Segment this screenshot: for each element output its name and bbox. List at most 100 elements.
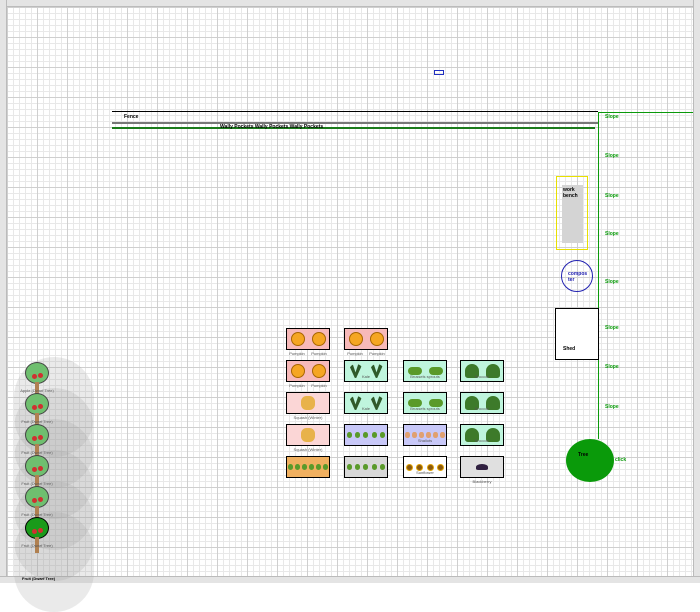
work-bench[interactable] — [562, 185, 583, 243]
herbs-icon — [346, 464, 352, 470]
tree-label: Fruit (Dwarf Tree) — [21, 481, 53, 486]
ruler-left — [0, 0, 7, 583]
work-bench-label: work bench — [563, 187, 578, 199]
bed-label: Squash (Winter) — [293, 447, 323, 452]
bed-label: Pumpkin — [369, 351, 385, 356]
bed-pumpkin[interactable] — [344, 328, 388, 350]
bed-label: Broccoli — [474, 406, 490, 411]
garlic-icon — [380, 432, 386, 438]
bed-label: Brussels sprouts — [410, 374, 440, 379]
tree[interactable]: Tree — [566, 439, 614, 482]
fruit-icon — [32, 405, 37, 410]
bed-pumpkin[interactable] — [286, 360, 330, 382]
tree-crown-icon — [25, 393, 49, 415]
bed-squash[interactable] — [286, 392, 330, 414]
pumpkin-icon — [290, 364, 305, 378]
wally-pockets-line[interactable] — [112, 127, 595, 129]
tree-click-note[interactable]: click — [615, 457, 627, 463]
tree-trunk-icon — [35, 413, 39, 429]
bed-blackberry[interactable] — [460, 456, 504, 478]
bed-squash[interactable] — [286, 424, 330, 446]
slope-label: Slope — [605, 404, 619, 410]
fruit-tree[interactable] — [22, 486, 52, 526]
bed-carrots[interactable] — [286, 456, 330, 478]
shallots-icon — [412, 432, 417, 438]
tree-label: Apple (Dwarf Tree) — [20, 388, 54, 393]
work-bench-selection[interactable]: work bench — [556, 176, 588, 250]
blackberry-icon — [476, 464, 488, 470]
fruit-tree[interactable] — [22, 362, 52, 402]
herbs-icon — [363, 464, 369, 470]
carrots-icon — [316, 464, 321, 470]
ruler-top — [0, 0, 700, 7]
bed-label: Pumpkin — [289, 351, 305, 356]
shallots-icon — [419, 432, 424, 438]
slope-top-line[interactable] — [598, 112, 693, 113]
bed-label: Sunflower — [416, 470, 434, 475]
brussels-icon — [407, 367, 422, 375]
broccoli-icon — [464, 396, 479, 410]
bed-herbs[interactable] — [344, 456, 388, 478]
bed-broccoli[interactable] — [460, 360, 504, 382]
slope-label: Slope — [605, 364, 619, 370]
tree-label: Tree — [578, 452, 589, 458]
shallots-icon — [440, 432, 445, 438]
tree-label: Fruit (Dwarf Tree) — [21, 450, 53, 455]
garden-canvas[interactable] — [7, 7, 693, 576]
fruit-icon — [38, 528, 43, 533]
fruit-icon — [32, 498, 37, 503]
bed-brussels[interactable] — [403, 360, 447, 382]
tree-trunk-icon — [35, 444, 39, 460]
bed-label: Pumpkin — [311, 351, 327, 356]
pumpkin-icon — [348, 332, 363, 346]
pumpkin-icon — [311, 332, 326, 346]
fruit-tree[interactable] — [22, 517, 52, 557]
bed-sunflower[interactable] — [403, 456, 447, 478]
broccoli-icon — [464, 428, 479, 442]
bed-garlic[interactable] — [344, 424, 388, 446]
bed-label: Kale — [361, 406, 370, 411]
shed[interactable]: Shed — [555, 308, 599, 360]
slope-label: Slope — [605, 231, 619, 237]
bed-shallots[interactable] — [403, 424, 447, 446]
slope-vertical-line[interactable] — [598, 112, 599, 439]
brussels-icon — [428, 367, 443, 375]
composter[interactable]: compos ter — [561, 260, 593, 292]
fruit-icon — [32, 436, 37, 441]
fence-line[interactable] — [112, 111, 598, 112]
bed-label: Shallots — [417, 438, 433, 443]
bed-label: Broccoli — [474, 374, 490, 379]
bed-brussels[interactable] — [403, 392, 447, 414]
wally-pockets-bar[interactable] — [112, 122, 598, 124]
fruit-icon — [32, 374, 37, 379]
herbs-icon — [371, 464, 377, 470]
bed-broccoli[interactable] — [460, 392, 504, 414]
tree-crown-icon — [25, 517, 49, 539]
fruit-icon — [38, 373, 43, 378]
tree-crown-icon — [25, 486, 49, 508]
fruit-tree[interactable] — [22, 424, 52, 464]
bed-label: Pumpkin — [311, 383, 327, 388]
selection-handle[interactable] — [434, 70, 444, 75]
bed-pumpkin[interactable] — [286, 328, 330, 350]
broccoli-icon — [485, 364, 500, 378]
bed-kale[interactable] — [344, 392, 388, 414]
carrots-icon — [295, 464, 300, 470]
pumpkin-icon — [369, 332, 384, 346]
composter-label: compos ter — [568, 271, 588, 283]
tree-crown-icon — [25, 455, 49, 477]
bed-broccoli[interactable] — [460, 424, 504, 446]
broccoli-icon — [485, 396, 500, 410]
trees-footer-label: Fruit (Dwarf Tree) — [22, 576, 56, 581]
squash-icon — [301, 396, 315, 410]
garlic-icon — [363, 432, 369, 438]
fruit-tree[interactable] — [22, 455, 52, 495]
fruit-icon — [38, 404, 43, 409]
bed-label: Brussels sprouts — [410, 406, 440, 411]
broccoli-icon — [485, 428, 500, 442]
tree-crown-icon — [25, 424, 49, 446]
fence-label: Fence — [124, 114, 139, 120]
bed-kale[interactable] — [344, 360, 388, 382]
fruit-tree[interactable] — [22, 393, 52, 433]
herbs-icon — [380, 464, 386, 470]
